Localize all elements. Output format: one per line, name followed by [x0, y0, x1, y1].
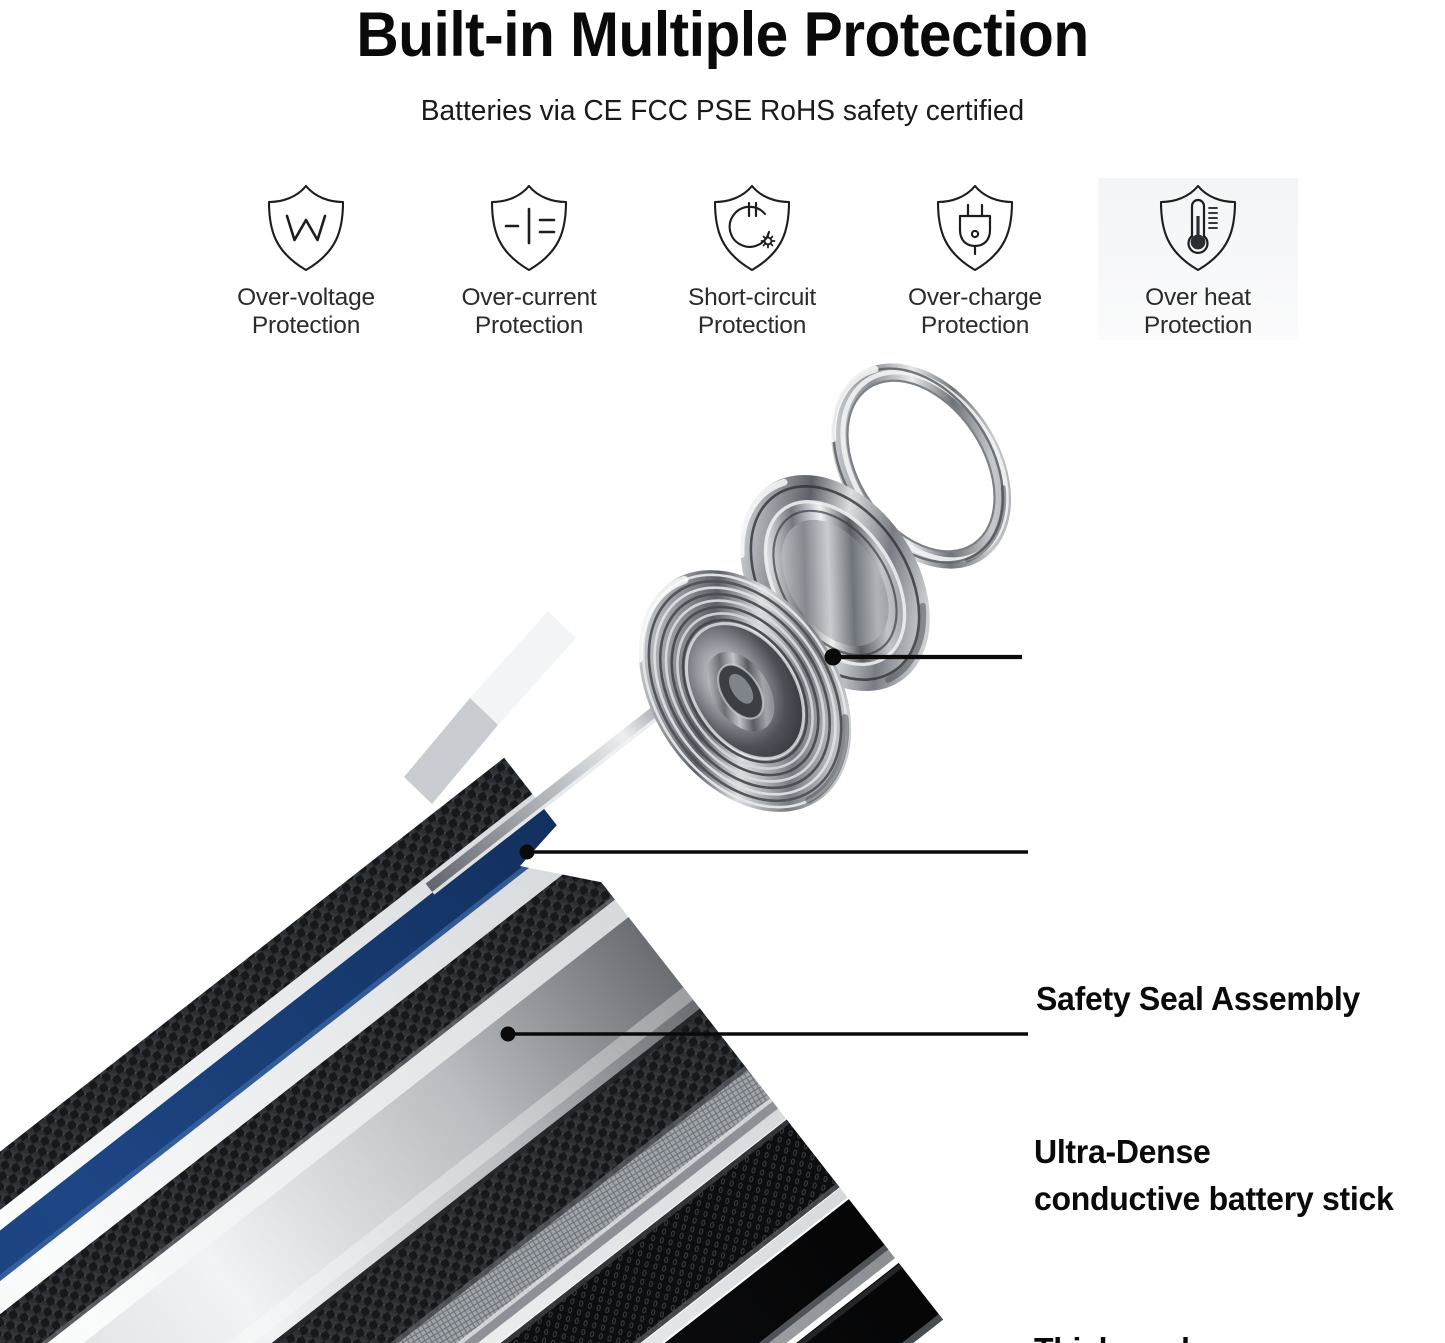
knurled-band [0, 1069, 773, 1343]
silver-core-cylinder [0, 916, 700, 1343]
carbon-weave-band [0, 1008, 748, 1343]
leader-line-safety-seal [824, 648, 1022, 666]
protection-caption: Over-voltage Protection [237, 284, 375, 339]
header: Built-in Multiple Protection Batteries v… [0, 0, 1445, 126]
blue-label-layer [0, 806, 567, 1343]
shield-current-icon [473, 178, 585, 278]
shield-voltage-icon [250, 178, 362, 278]
protection-item-over-current: Over-current Protection [429, 178, 629, 340]
exploded-battery-diagram: Safety Seal Assembly Ultra-Dense conduct… [0, 346, 1445, 1343]
protection-item-short-circuit: Short-circuit Protection [652, 178, 852, 340]
leader-line-battery-stick [519, 844, 1028, 860]
graphite-band [0, 858, 615, 1343]
shield-thermometer-icon [1142, 178, 1254, 278]
layer-end-faces [404, 611, 576, 804]
page-subtitle: Batteries via CE FCC PSE RoHS safety cer… [420, 95, 1025, 127]
protection-caption: Over heat Protection [1143, 284, 1253, 339]
callout-ultra-dense-battery-stick: Ultra-Dense conductive battery stick [1034, 1133, 1394, 1217]
battery-illustration [0, 346, 1445, 1343]
callout-safety-seal-assembly: Safety Seal Assembly [1036, 980, 1360, 1017]
protection-caption: Over-charge Protection [908, 284, 1042, 339]
shield-plug-icon [919, 178, 1031, 278]
leader-lines [500, 648, 1028, 1042]
protection-item-over-voltage: Over-voltage Protection [206, 178, 406, 340]
battery-body-layers [0, 757, 944, 1343]
leader-line-shell [500, 1026, 1028, 1042]
safety-seal-cap-front [634, 570, 852, 812]
protection-item-over-charge: Over-charge Protection [875, 178, 1075, 340]
callout-thickened-shell: Thickened high-quality shell [1034, 1327, 1292, 1343]
shield-short-circuit-icon [696, 178, 808, 278]
protection-caption: Over-current Protection [461, 284, 597, 339]
page-title: Built-in Multiple Protection [356, 0, 1089, 70]
protection-item-over-heat: Over heat Protection [1098, 178, 1298, 340]
protection-caption: Short-circuit Protection [687, 284, 817, 339]
protection-icon-row: Over-voltage Protection Over-current Pro… [206, 178, 1298, 343]
